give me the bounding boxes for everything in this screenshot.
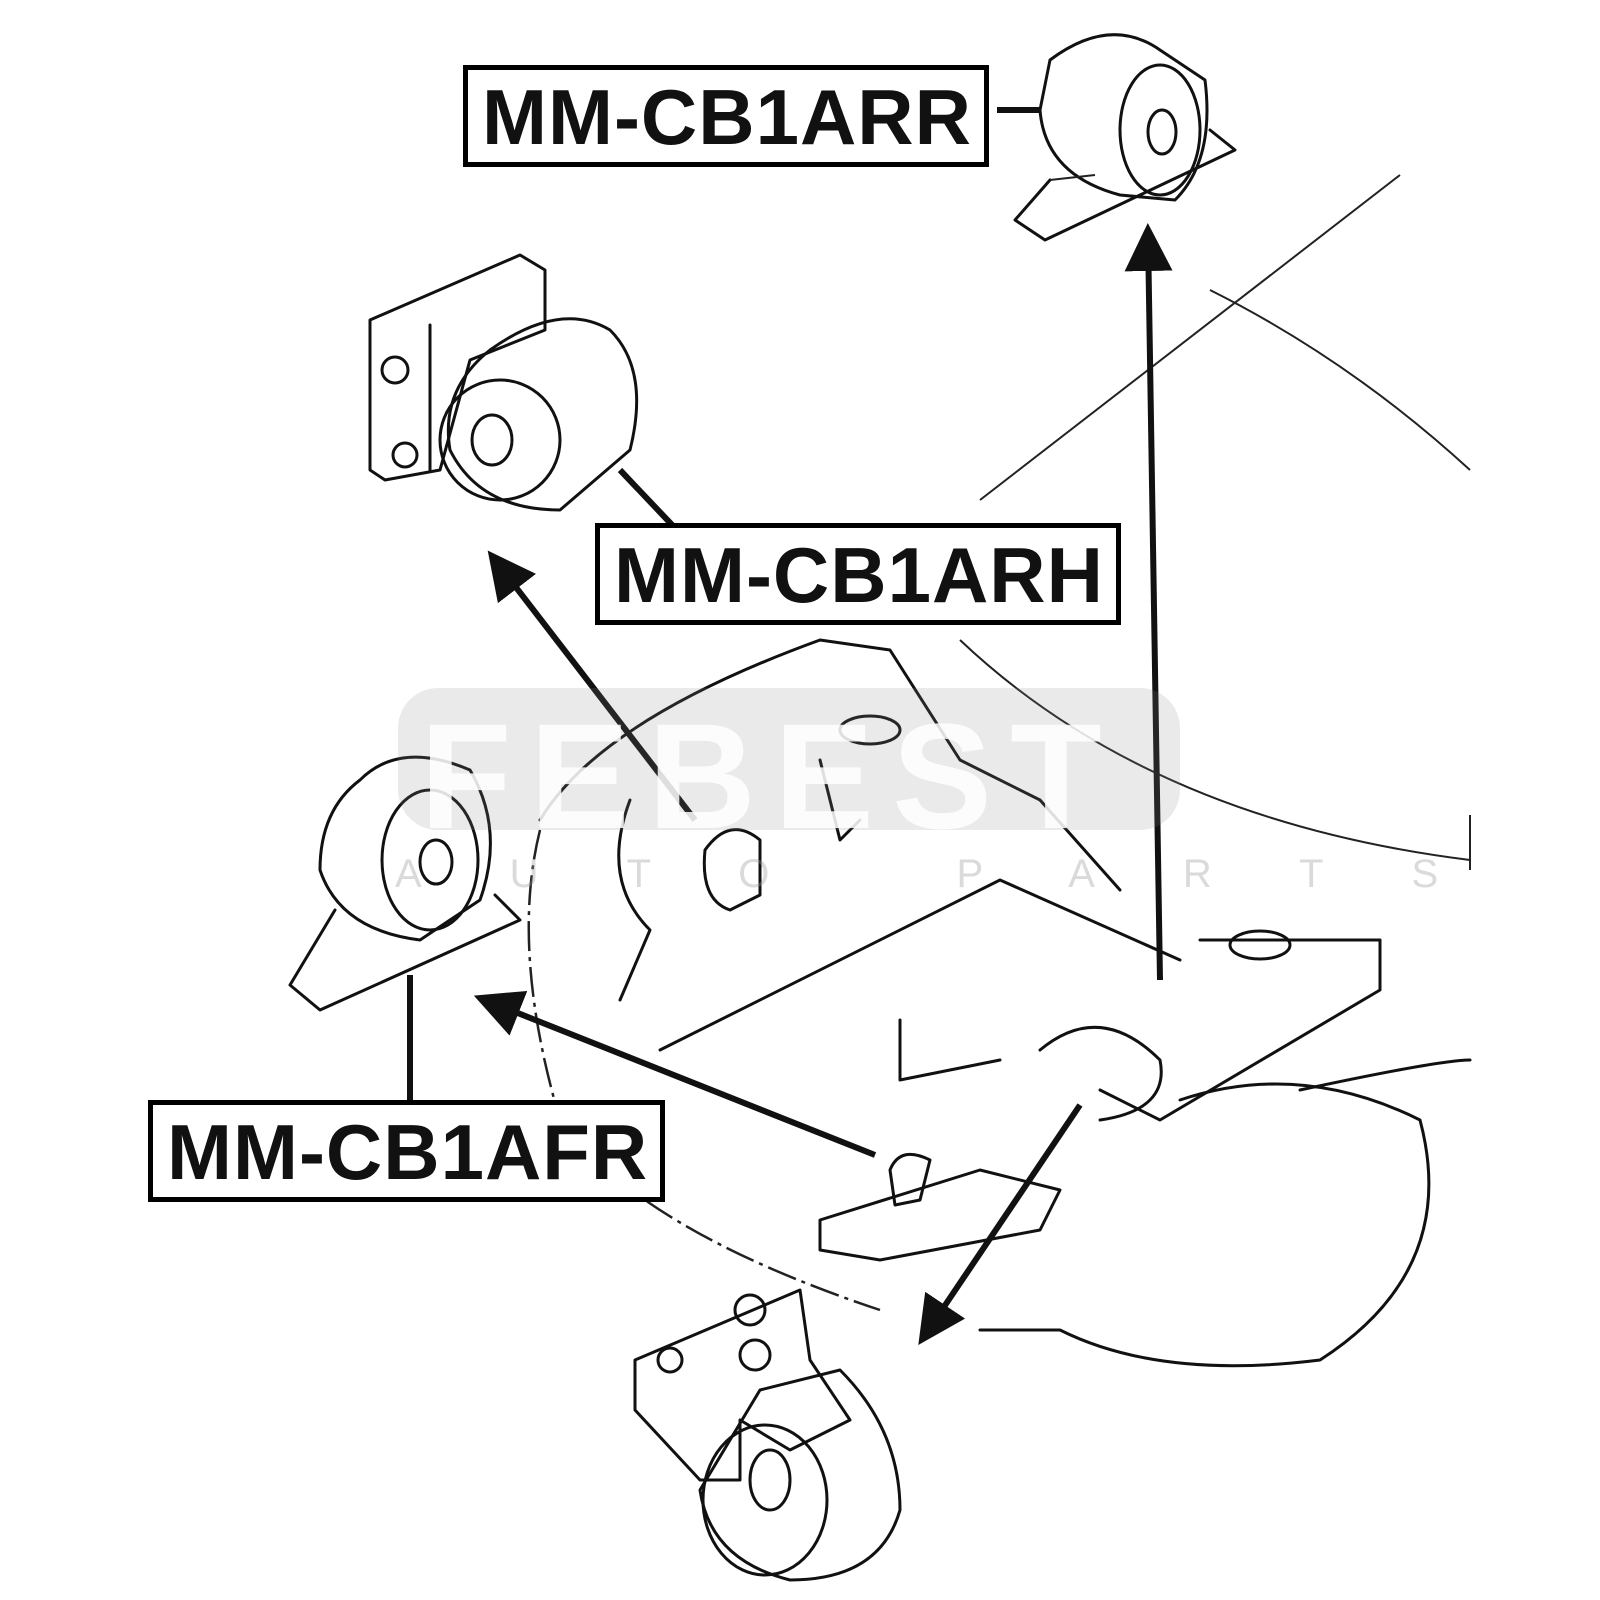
watermark-tagline: AUTO PARTS — [395, 852, 1527, 896]
lower-mount-arrow — [918, 1103, 1083, 1345]
rear-mount-part — [1013, 33, 1237, 242]
label-right-mount: MM-CB1ARH — [595, 523, 1121, 625]
front-mount-arrow — [473, 990, 877, 1158]
car-body-outline — [959, 174, 1471, 870]
lower-mount-part — [633, 1288, 902, 1582]
label-rear-mount: MM-CB1ARR — [463, 65, 989, 167]
rear-mount-arrow — [1124, 223, 1173, 981]
front-mount-part — [288, 755, 522, 1012]
label-front-mount: MM-CB1AFR — [148, 1100, 666, 1202]
right-mount-part — [368, 253, 639, 512]
watermark-background — [398, 688, 1180, 830]
right-mount-leader — [617, 467, 678, 531]
watermark-brand: FEBEST — [420, 692, 1120, 860]
right-mount-arrow — [487, 550, 698, 822]
